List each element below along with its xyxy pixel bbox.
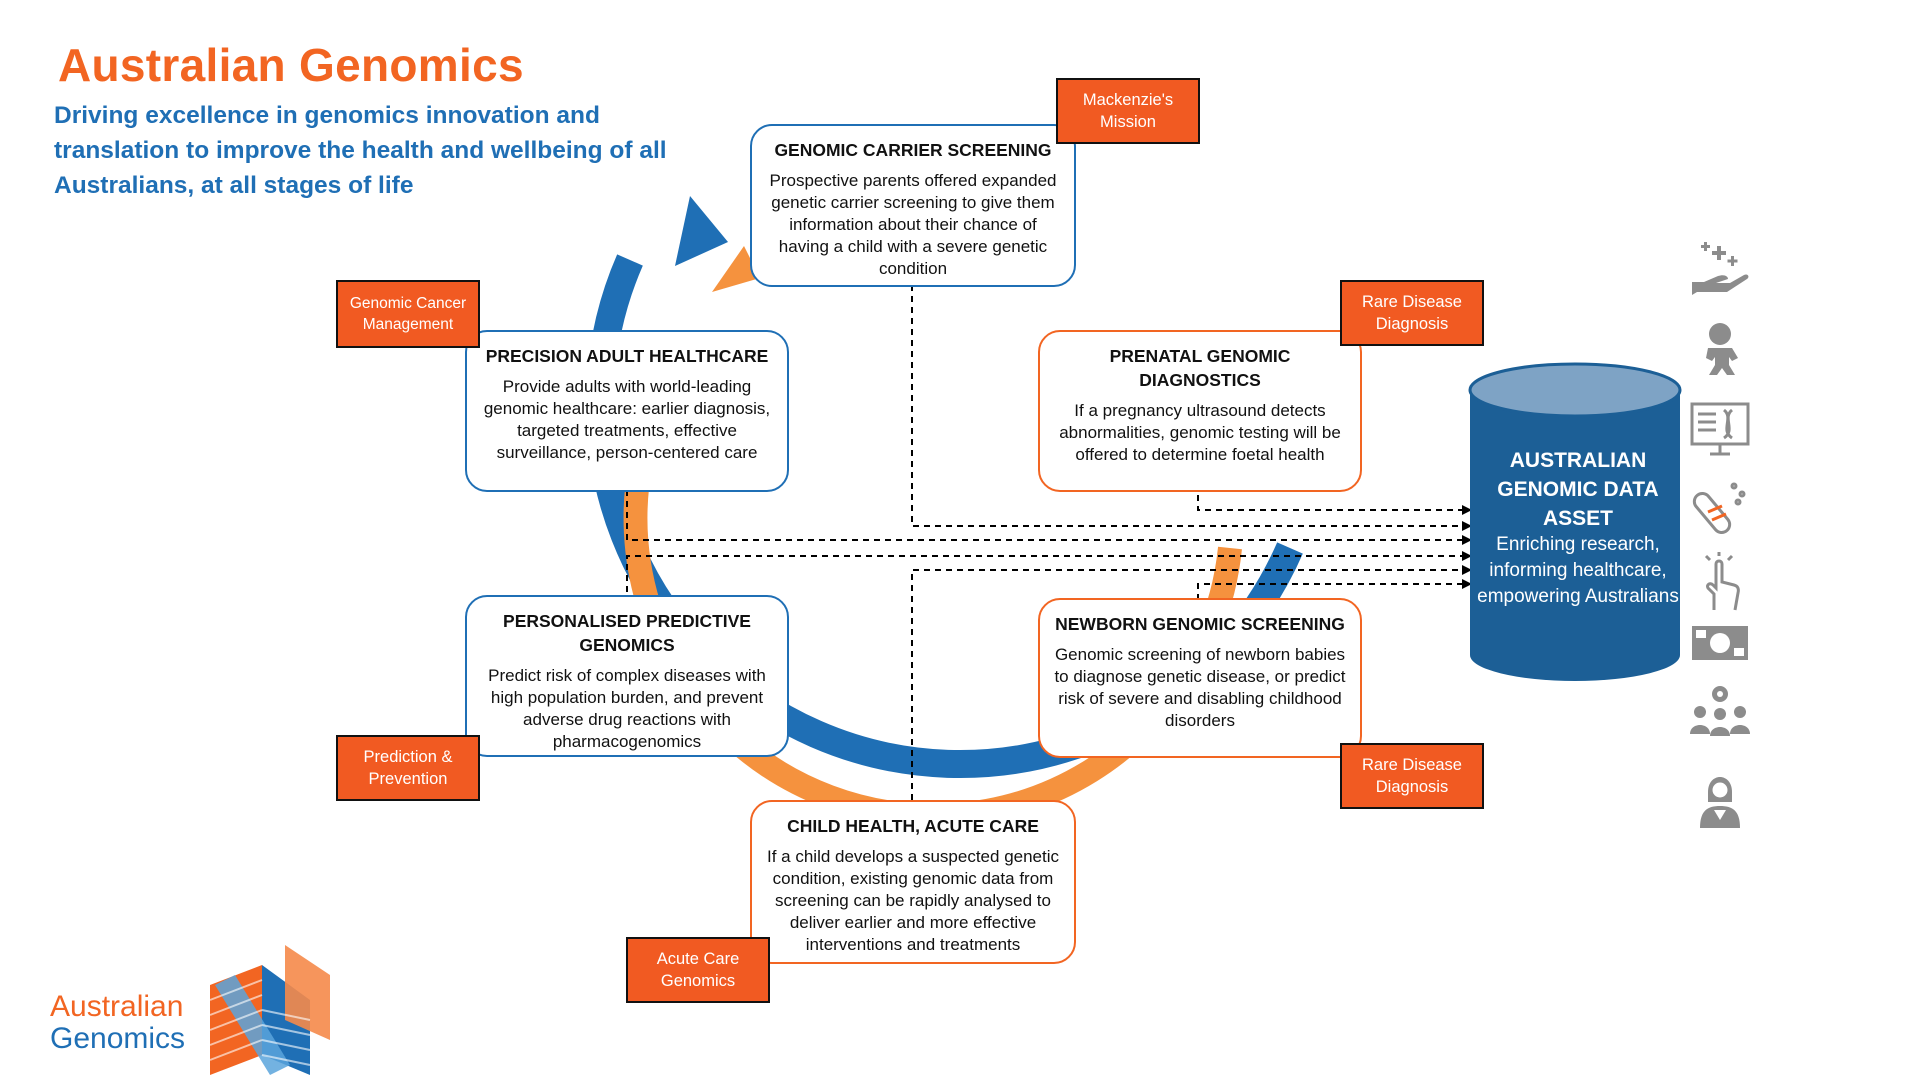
page-subtitle: Driving excellence in genomics innovatio… [54,102,667,199]
monitor-dna-icon [1688,398,1752,462]
tag-rare-disease-diagnosis-bottom: Rare Disease Diagnosis [1340,743,1484,809]
card-title: GENOMIC CARRIER SCREENING [774,140,1052,160]
card-text: Prospective parents offered expanded gen… [769,171,1057,278]
card-title: PERSONALISED PREDICTIVE GENOMICS [503,611,751,655]
logo-line-2: Genomics [50,1022,186,1055]
team-gear-icon [1688,676,1752,740]
card-title: CHILD HEALTH, ACUTE CARE [787,816,1039,836]
card-text: Predict risk of complex diseases with hi… [488,666,766,751]
tag-prediction-prevention: Prediction & Prevention [336,735,480,801]
doctor-icon [1688,766,1752,830]
hand-medical-icon [1688,238,1752,302]
tag-rare-disease-diagnosis-top: Rare Disease Diagnosis [1340,280,1484,346]
data-flow-lines [626,285,1472,800]
card-child-health-acute-care: CHILD HEALTH, ACUTE CARE If a child deve… [750,800,1076,964]
data-asset-description: Enriching research, informing healthcare… [1477,534,1679,607]
australian-genomics-logo: Australian Genomics [50,945,350,1065]
tag-genomic-cancer-management: Genomic Cancer Management [336,280,480,348]
card-newborn-genomic-screening: NEWBORN GENOMIC SCREENING Genomic screen… [1038,598,1362,758]
card-precision-adult-healthcare: PRECISION ADULT HEALTHCARE Provide adult… [465,330,789,492]
data-asset-title: AUSTRALIAN GENOMIC DATA ASSET [1497,449,1659,530]
card-genomic-carrier-screening: GENOMIC CARRIER SCREENING Prospective pa… [750,124,1076,287]
tag-acute-care-genomics: Acute Care Genomics [626,937,770,1003]
money-icon [1688,612,1752,676]
baby-icon [1688,318,1752,382]
card-text: If a pregnancy ultrasound detects abnorm… [1059,401,1341,464]
card-title: PRENATAL GENOMIC DIAGNOSTICS [1109,346,1291,390]
logo-line-1: Australian [50,990,184,1023]
data-asset-cylinder [1468,362,1682,681]
dna-test-tube-icon [1688,476,1752,540]
card-text: If a child develops a suspected genetic … [766,847,1060,954]
inner-orange-arrowhead [712,246,760,292]
card-text: Provide adults with world-leading genomi… [483,377,771,462]
touch-hand-icon [1688,551,1752,616]
logo-mark [209,945,330,1075]
card-text: Genomic screening of newborn babies to d… [1054,645,1346,730]
card-personalised-predictive-genomics: PERSONALISED PREDICTIVE GENOMICS Predict… [465,595,789,757]
tag-mackenzies-mission: Mackenzie's Mission [1056,78,1200,144]
card-title: PRECISION ADULT HEALTHCARE [485,346,769,366]
page-title: Australian Genomics [58,39,524,91]
outer-blue-arrowhead [675,196,728,266]
card-prenatal-genomic-diagnostics: PRENATAL GENOMIC DIAGNOSTICS If a pregna… [1038,330,1362,492]
card-title: NEWBORN GENOMIC SCREENING [1055,614,1345,634]
